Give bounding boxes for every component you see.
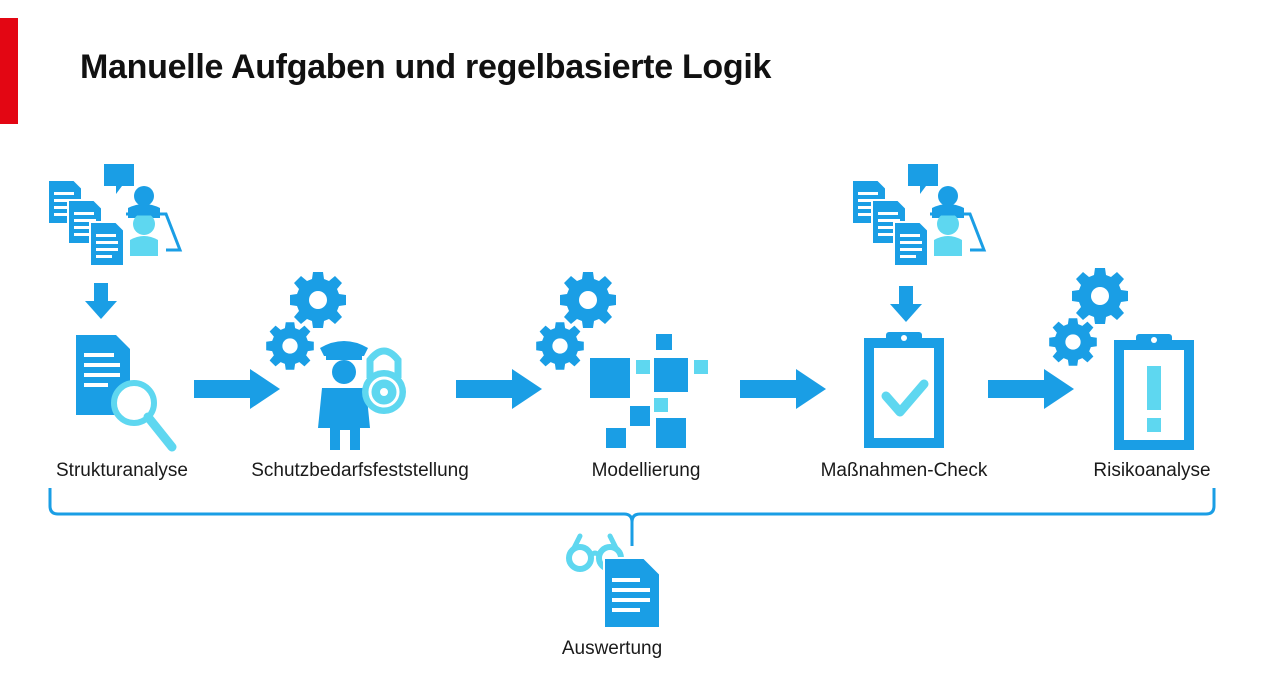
result-label-auswertung: Auswertung [561, 638, 663, 659]
gear-icon [560, 272, 616, 328]
step-label-modellierung: Modellierung [591, 460, 701, 481]
step-label-schutzbedarfsfeststellung: Schutzbedarfsfeststellung [251, 460, 469, 481]
arrow-right-icon [456, 369, 542, 409]
gear-icon [536, 322, 584, 370]
gear-icon [290, 272, 346, 328]
gear-icon [1072, 268, 1128, 324]
arrow-down-icon [85, 283, 117, 319]
gear-icon [266, 322, 314, 370]
clipboard-alert-icon [1114, 334, 1194, 450]
arrow-down-icon [890, 286, 922, 322]
arrow-right-icon [988, 369, 1074, 409]
bracket-connector [48, 488, 1216, 546]
blocks-model-icon [590, 334, 708, 448]
gear-icon [1049, 318, 1097, 366]
documents-person-icon [48, 164, 180, 266]
step-label-risikoanalyse: Risikoanalyse [1093, 460, 1211, 481]
page-title: Manuelle Aufgaben und regelbasierte Logi… [80, 48, 772, 86]
security-guard-lock-icon [318, 341, 406, 450]
arrow-right-icon [194, 369, 280, 409]
glasses-document-icon [566, 533, 661, 629]
arrow-right-icon [740, 369, 826, 409]
step-label-massnahmen-check: Maßnahmen-Check [820, 460, 988, 481]
accent-bar [0, 18, 18, 124]
step-label-strukturanalyse: Strukturanalyse [55, 460, 189, 481]
documents-person-icon [852, 164, 984, 266]
clipboard-check-icon [864, 332, 944, 448]
document-search-icon [76, 335, 177, 452]
